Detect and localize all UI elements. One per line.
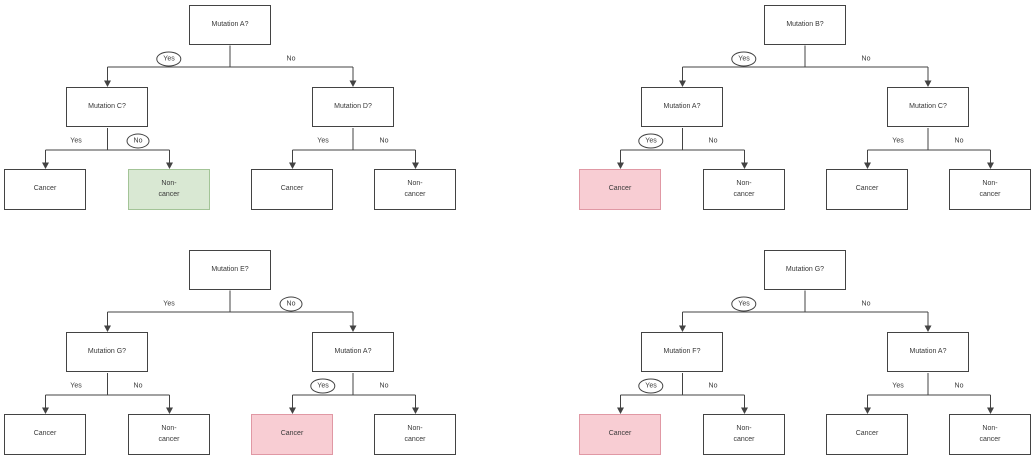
tree-connectors: [42, 45, 419, 169]
edge-label-root-yes: Yes: [731, 296, 757, 312]
decision-node-right: Mutation C?: [887, 87, 969, 127]
leaf-label-line: cancer: [158, 190, 180, 198]
leaf-label-line: Non-: [982, 180, 998, 187]
leaf-label-line: Cancer: [33, 430, 57, 438]
decision-node-label: Mutation C?: [88, 102, 126, 110]
edge-label-left-yes: Yes: [638, 133, 664, 149]
edge-label-right-yes: Yes: [310, 378, 336, 394]
edge-label-right-no: No: [379, 137, 389, 145]
edge-label-left-yes: Yes: [638, 378, 664, 394]
edge-label-left-no: No: [708, 382, 718, 390]
edge-label-right-no: No: [954, 137, 964, 145]
decision-tree-top-left: Mutation A? Yes No Mutation C? Yes No Mu…: [4, 5, 457, 212]
leaf-label-line: Non-: [736, 180, 752, 187]
edge-label-right-no: No: [379, 382, 389, 390]
edge-label-left-yes: Yes: [70, 137, 82, 145]
leaf-node-outcome: Cancer: [4, 414, 86, 455]
decision-node-root: Mutation A?: [189, 5, 271, 45]
leaf-node-outcome: Non-cancer: [128, 169, 210, 210]
decision-node-left: Mutation F?: [641, 332, 723, 372]
decision-node-right: Mutation A?: [312, 332, 394, 372]
decision-node-root: Mutation E?: [189, 250, 271, 290]
leaf-label-line: cancer: [404, 435, 426, 443]
leaf-node-outcome: Non-cancer: [374, 414, 456, 455]
leaf-node-outcome: Cancer: [251, 169, 333, 210]
leaf-node-outcome: Non-cancer: [949, 414, 1031, 455]
decision-node-left: Mutation G?: [66, 332, 148, 372]
decision-node-label: Mutation A?: [211, 20, 249, 28]
leaf-node-outcome: Non-cancer: [703, 414, 785, 455]
edge-label-right-no: No: [954, 382, 964, 390]
decision-node-root: Mutation G?: [764, 250, 846, 290]
edge-label-root-yes: Yes: [731, 51, 757, 67]
leaf-label-line: cancer: [979, 435, 1001, 443]
leaf-node-outcome: Non-cancer: [128, 414, 210, 455]
tree-connectors: [42, 290, 419, 414]
leaf-label-line: Non-: [736, 425, 752, 432]
edge-label-right-yes: Yes: [317, 137, 329, 145]
leaf-node-outcome: Cancer: [826, 414, 908, 455]
leaf-label-line: Cancer: [608, 185, 632, 193]
decision-node-left: Mutation C?: [66, 87, 148, 127]
decision-node-right: Mutation A?: [887, 332, 969, 372]
leaf-label-line: Non-: [407, 425, 423, 432]
leaf-label-line: Cancer: [608, 430, 632, 438]
leaf-label-line: Non-: [161, 425, 177, 432]
decision-tree-bottom-right: Mutation G? Yes No Mutation F? Yes No Mu…: [579, 250, 1032, 457]
leaf-label-line: cancer: [733, 435, 755, 443]
leaf-node-outcome: Non-cancer: [949, 169, 1031, 210]
decision-node-right: Mutation D?: [312, 87, 394, 127]
decision-node-label: Mutation C?: [909, 102, 947, 110]
decision-tree-top-right: Mutation B? Yes No Mutation A? Yes No Mu…: [579, 5, 1032, 212]
decision-node-label: Mutation A?: [334, 347, 372, 355]
decision-node-label: Mutation E?: [211, 265, 249, 273]
leaf-node-outcome: Cancer: [579, 414, 661, 455]
tree-connectors: [617, 290, 994, 414]
leaf-label-line: Non-: [982, 425, 998, 432]
leaf-node-outcome: Non-cancer: [703, 169, 785, 210]
edge-label-root-yes: Yes: [156, 51, 182, 67]
leaf-label-line: Non-: [161, 180, 177, 187]
leaf-label-line: Cancer: [855, 185, 879, 193]
edge-label-right-yes: Yes: [892, 137, 904, 145]
decision-node-label: Mutation A?: [909, 347, 947, 355]
leaf-node-outcome: Cancer: [826, 169, 908, 210]
decision-node-label: Mutation G?: [785, 265, 825, 273]
leaf-label-line: Non-: [407, 180, 423, 187]
decision-node-label: Mutation A?: [663, 102, 701, 110]
edge-label-left-no: No: [133, 382, 143, 390]
edge-label-left-no: No: [126, 133, 150, 149]
decision-node-label: Mutation F?: [663, 347, 701, 355]
leaf-label-line: Cancer: [33, 185, 57, 193]
leaf-label-line: cancer: [404, 190, 426, 198]
leaf-label-line: Cancer: [280, 185, 304, 193]
leaf-label-line: cancer: [158, 435, 180, 443]
decision-node-label: Mutation D?: [334, 102, 372, 110]
edge-label-left-yes: Yes: [70, 382, 82, 390]
edge-label-root-yes: Yes: [163, 300, 175, 308]
leaf-node-outcome: Non-cancer: [374, 169, 456, 210]
decision-tree-bottom-left: Mutation E? Yes No Mutation G? Yes No Mu…: [4, 250, 457, 457]
decision-node-label: Mutation G?: [87, 347, 127, 355]
edge-label-left-no: No: [708, 137, 718, 145]
leaf-node-outcome: Cancer: [4, 169, 86, 210]
decision-node-label: Mutation B?: [786, 20, 824, 28]
decision-node-root: Mutation B?: [764, 5, 846, 45]
leaf-label-line: cancer: [979, 190, 1001, 198]
decision-node-left: Mutation A?: [641, 87, 723, 127]
edge-label-root-no: No: [861, 300, 871, 308]
edge-label-root-no: No: [861, 55, 871, 63]
leaf-label-line: cancer: [733, 190, 755, 198]
leaf-label-line: Cancer: [280, 430, 304, 438]
edge-label-right-yes: Yes: [892, 382, 904, 390]
edge-label-root-no: No: [286, 55, 296, 63]
leaf-node-outcome: Cancer: [579, 169, 661, 210]
tree-connectors: [617, 45, 994, 169]
leaf-label-line: Cancer: [855, 430, 879, 438]
edge-label-root-no: No: [279, 296, 303, 312]
leaf-node-outcome: Cancer: [251, 414, 333, 455]
